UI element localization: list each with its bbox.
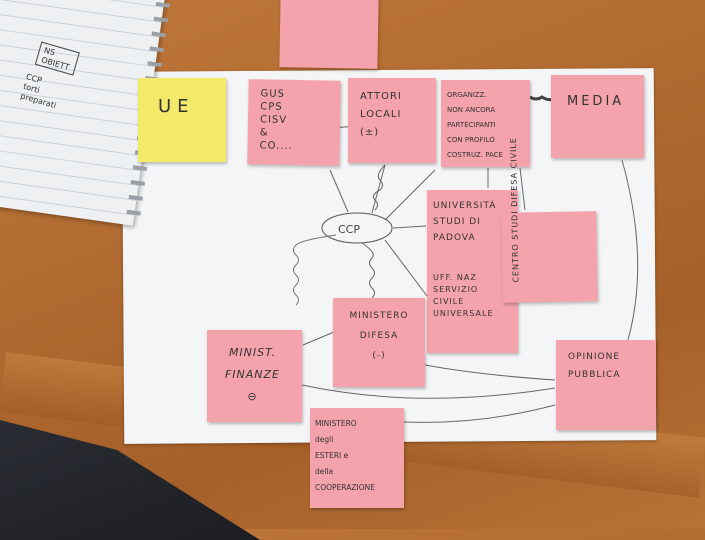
note-media-text: MEDIA xyxy=(567,94,625,109)
note-centro-text: CENTRO STUDI DIFESA CIVILE xyxy=(508,137,521,283)
sticky-note-gus: GUS CPS CISV & Co.... xyxy=(247,79,341,166)
sticky-note-media: MEDIA xyxy=(551,75,644,158)
sticky-note-ue: UE xyxy=(138,78,226,162)
note-ue-text: UE xyxy=(158,96,195,117)
sticky-note-opinione-pubblica: OPINIONE PUBBLICA xyxy=(556,340,656,430)
sticky-note-ministero-esteri: MINISTERO degli ESTERI e della COOPERAZI… xyxy=(310,408,404,508)
sticky-note-attori-locali: ATTORI LOCALI (±) xyxy=(348,78,436,163)
sticky-note-centro-studi: CENTRO STUDI DIFESA CIVILE xyxy=(501,137,598,303)
note-universita-text: UNIVERSITÀ STUDI DI PADOVA xyxy=(433,201,497,243)
ccp-label: CCP xyxy=(338,223,360,236)
note-esteri-text: MINISTERO degli ESTERI e della COOPERAZI… xyxy=(315,419,375,492)
ccp-ellipse xyxy=(321,212,393,244)
note-opinione-text: OPINIONE PUBBLICA xyxy=(568,352,621,380)
sticky-note-organizzazioni: ORGANIZZ. NON ANCORA PARTECIPANTI CON PR… xyxy=(441,80,530,167)
note-attori-text: ATTORI LOCALI (±) xyxy=(360,91,402,138)
connection-lines: CCP xyxy=(293,95,639,423)
note-organizz-text: ORGANIZZ. NON ANCORA PARTECIPANTI CON PR… xyxy=(447,91,503,159)
note-finanze-text: MINIST. FINANZE ⊖ xyxy=(224,346,281,403)
sticky-note-ministero-difesa: MINISTERO DIFESA (-) xyxy=(333,298,425,387)
sticky-note-ministero-finanze: MINIST. FINANZE ⊖ xyxy=(207,330,302,422)
note-gus-text: GUS CPS CISV & Co.... xyxy=(259,88,293,152)
note-difesa-text: MINISTERO DIFESA (-) xyxy=(349,311,409,361)
note-uff-text: UFF. NAZ SERVIZIO CIVILE UNIVERSALE xyxy=(433,273,494,318)
